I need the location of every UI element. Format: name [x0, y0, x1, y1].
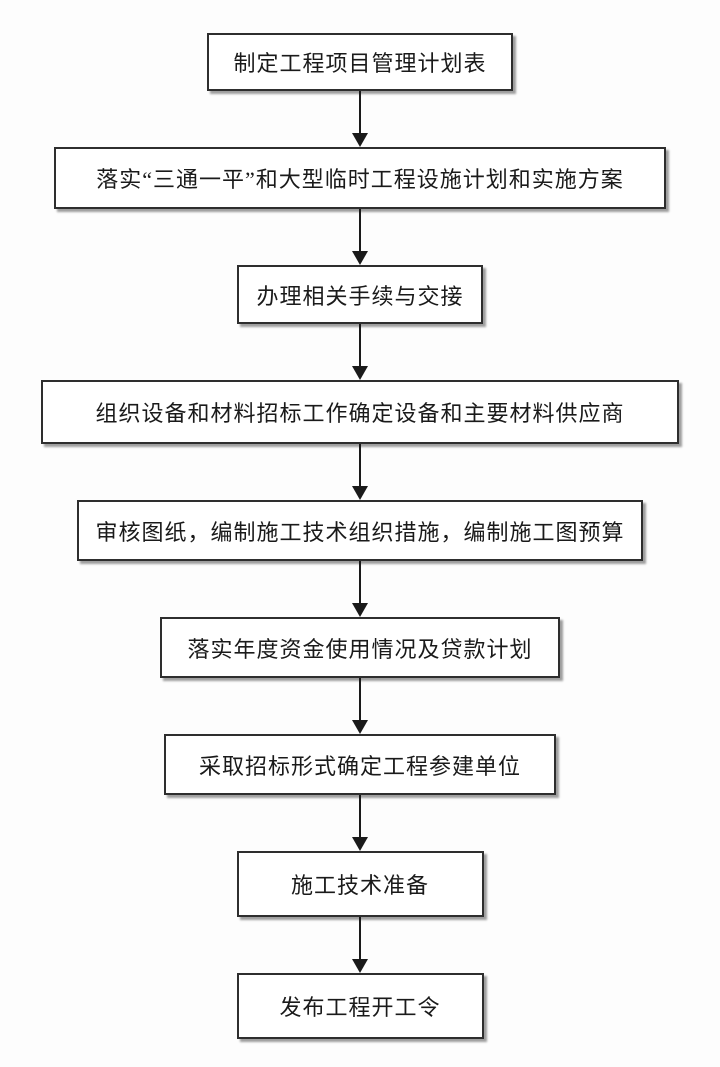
arrow-down-icon: [352, 486, 368, 500]
arrow-down-icon: [352, 251, 368, 265]
flow-connector-4: [352, 444, 368, 500]
flow-node-7-label: 采取招标形式确定工程参建单位: [198, 753, 521, 779]
flow-node-2-label: 落实“三通一平”和大型临时工程设施计划和实施方案: [96, 167, 624, 192]
flow-connector-7: [352, 795, 368, 851]
flow-connector-2: [352, 209, 368, 265]
flow-node-5-label: 审核图纸，编制施工技术组织措施，编制施工图预算: [95, 519, 625, 545]
flow-node-8-label: 施工技术准备: [290, 873, 429, 898]
flow-connector-6: [352, 678, 368, 734]
connector-line: [359, 678, 361, 720]
arrow-down-icon: [352, 959, 368, 973]
flow-connector-5: [352, 561, 368, 617]
flow-node-9-label: 发布工程开工令: [279, 995, 441, 1020]
flow-connector-3: [352, 324, 368, 380]
connector-line: [359, 444, 361, 486]
flow-node-4: 组织设备和材料招标工作确定设备和主要材料供应商: [41, 380, 679, 444]
connector-line: [359, 324, 361, 366]
connector-line: [359, 209, 361, 251]
arrow-down-icon: [352, 720, 368, 734]
flow-connector-8: [352, 917, 368, 973]
flow-node-6: 落实年度资金使用情况及贷款计划: [160, 617, 560, 678]
connector-line: [359, 917, 361, 959]
flow-node-3: 办理相关手续与交接: [237, 265, 483, 324]
flow-node-8: 施工技术准备: [236, 851, 484, 917]
arrow-down-icon: [352, 837, 368, 851]
flow-node-7: 采取招标形式确定工程参建单位: [164, 734, 556, 795]
arrow-down-icon: [352, 133, 368, 147]
arrow-down-icon: [352, 603, 368, 617]
flow-node-6-label: 落实年度资金使用情况及贷款计划: [187, 636, 533, 662]
flow-node-2: 落实“三通一平”和大型临时工程设施计划和实施方案: [54, 147, 666, 209]
arrow-down-icon: [352, 366, 368, 380]
connector-line: [359, 91, 361, 133]
flow-node-1: 制定工程项目管理计划表: [207, 33, 513, 91]
flow-node-4-label: 组织设备和材料招标工作确定设备和主要材料供应商: [95, 401, 625, 426]
connector-line: [359, 795, 361, 837]
flow-node-1-label: 制定工程项目管理计划表: [233, 51, 487, 76]
flow-connector-1: [352, 91, 368, 147]
connector-line: [359, 561, 361, 603]
flow-node-5: 审核图纸，编制施工技术组织措施，编制施工图预算: [77, 500, 643, 561]
flow-node-3-label: 办理相关手续与交接: [256, 283, 464, 309]
flow-node-9: 发布工程开工令: [236, 973, 484, 1039]
